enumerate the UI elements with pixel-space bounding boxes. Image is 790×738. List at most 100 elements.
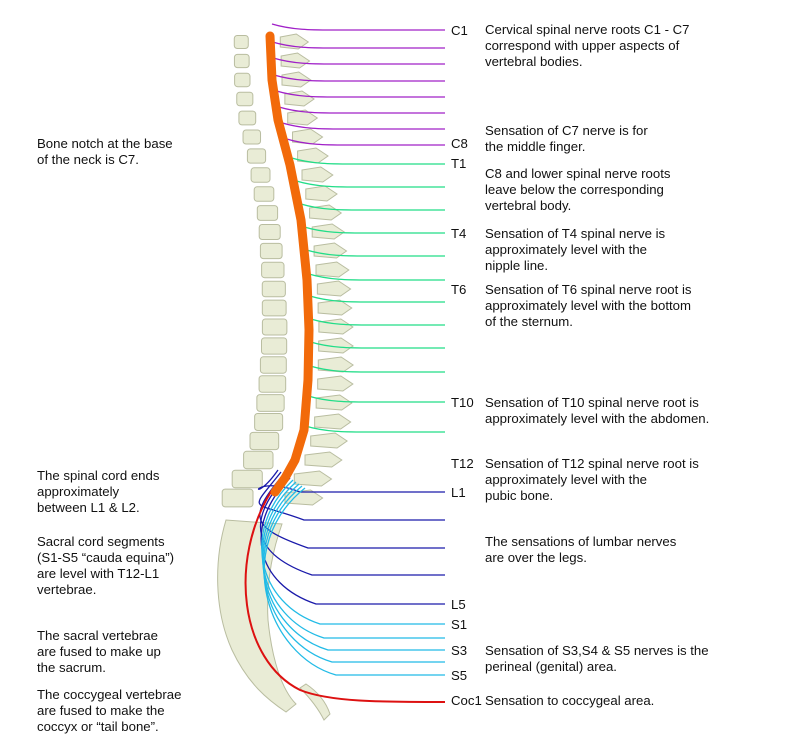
vertebral-body — [253, 186, 275, 202]
vertebral-body — [256, 394, 285, 412]
vertebral-body — [233, 53, 250, 69]
nerve-root-cervical — [272, 41, 445, 49]
vertebral-process — [315, 394, 353, 411]
note-sacral-segments: Sacral cord segments (S1-S5 “cauda equin… — [37, 534, 175, 597]
nerve-root-sacral — [263, 485, 445, 663]
nerve-root-lumbar — [259, 475, 445, 576]
vertebral-process — [317, 375, 354, 392]
nerve-roots — [244, 23, 446, 703]
vertebral-process — [309, 204, 343, 221]
level-label-c1: C1 — [451, 23, 468, 38]
note-t4: Sensation of T4 spinal nerve is approxim… — [485, 226, 666, 273]
level-label-s1: S1 — [451, 617, 468, 632]
vertebral-process — [315, 261, 350, 278]
nerve-root-cervical — [273, 74, 445, 82]
nerve-root-cervical — [271, 23, 445, 31]
note-t12: Sensation of T12 spinal nerve root is ap… — [485, 456, 699, 503]
note-coc1: Sensation to coccygeal area. — [485, 693, 655, 708]
nerve-root-thoracic — [300, 203, 445, 211]
level-label-s3: S3 — [451, 643, 468, 658]
nerve-root-sacral — [262, 483, 445, 651]
nerve-root-cervical — [278, 106, 445, 114]
level-label-l5: L5 — [451, 597, 466, 612]
vertebral-body — [234, 72, 251, 88]
vertebral-process — [305, 185, 338, 202]
vertebral-body — [242, 129, 262, 145]
nerve-root-cervical — [273, 57, 445, 65]
vertebral-body — [254, 413, 284, 431]
vertebral-process — [318, 337, 354, 354]
vertebral-process — [280, 52, 311, 69]
vertebral-process — [318, 318, 354, 335]
vertebral-body — [256, 205, 279, 221]
nerve-root-thoracic — [304, 226, 445, 234]
vertebral-body — [246, 148, 267, 164]
vertebral-body — [258, 224, 281, 240]
vertebral-body — [233, 35, 249, 49]
nerve-root-cervical — [286, 138, 445, 146]
nerve-root-sacral — [261, 481, 445, 639]
level-label-t6: T6 — [451, 282, 467, 297]
note-cord-end: The spinal cord ends approximately betwe… — [37, 468, 160, 515]
level-label-s5: S5 — [451, 668, 468, 683]
note-t6: Sensation of T6 spinal nerve root is app… — [485, 282, 692, 329]
note-c7-notch: Bone notch at the base of the neck is C7… — [37, 136, 173, 167]
vertebral-body — [259, 356, 287, 374]
nerve-root-lumbar — [257, 469, 445, 493]
vertebral-process — [313, 242, 348, 259]
nerve-root-thoracic — [306, 249, 445, 257]
vertebral-process — [293, 470, 333, 487]
level-label-t12: T12 — [451, 456, 474, 471]
note-s3-s5: Sensation of S3,S4 & S5 nerves is the pe… — [485, 643, 709, 674]
vertebral-body — [221, 488, 254, 508]
nerve-root-thoracic — [310, 318, 445, 326]
level-label-t10: T10 — [451, 395, 474, 410]
note-sacrum: The sacral vertebrae are fused to make u… — [37, 628, 161, 675]
level-label-t4: T4 — [451, 226, 467, 241]
vertebral-body — [258, 375, 287, 393]
nerve-root-thoracic — [309, 365, 445, 373]
vertebral-body — [259, 242, 283, 260]
vertebral-body — [260, 337, 288, 355]
vertebral-column — [217, 33, 354, 721]
nerve-root-thoracic — [310, 341, 445, 349]
note-coccyx: The coccygeal vertebrae are fused to mak… — [37, 687, 182, 734]
nerve-root-thoracic — [308, 273, 445, 281]
spinal-cord — [265, 31, 314, 497]
level-label-l1: L1 — [451, 485, 466, 500]
vertebral-body — [238, 110, 257, 126]
vertebral-body — [249, 431, 280, 451]
vertebral-process — [316, 280, 352, 297]
nerve-root-coccygeal — [244, 489, 446, 703]
vertebral-process — [301, 166, 334, 183]
note-c7: Sensation of C7 nerve is for the middle … — [485, 123, 648, 154]
nerve-root-cervical — [276, 90, 445, 98]
vertebral-process — [310, 432, 348, 449]
nerve-root-thoracic — [305, 425, 445, 433]
vertebral-body — [261, 261, 285, 279]
vertebral-body — [236, 91, 254, 107]
nerve-root-thoracic — [308, 395, 445, 403]
coccyx — [299, 683, 331, 721]
vertebral-process — [284, 489, 324, 506]
level-label-t1: T1 — [451, 156, 467, 171]
nerve-root-lumbar — [258, 471, 445, 521]
vertebral-body — [261, 299, 287, 317]
vertebral-body — [261, 318, 288, 336]
vertebral-body — [231, 469, 263, 489]
note-cervical: Cervical spinal nerve roots C1 - C7 corr… — [485, 22, 690, 69]
nerve-root-cervical — [282, 122, 445, 130]
nerve-root-thoracic — [296, 180, 445, 188]
nerve-root-thoracic — [291, 157, 445, 165]
level-label-coc1: Coc1 — [451, 693, 482, 708]
level-label-c8: C8 — [451, 136, 468, 151]
vertebral-body — [243, 450, 274, 470]
vertebral-process — [287, 109, 319, 126]
vertebral-process — [314, 413, 352, 430]
note-t10: Sensation of T10 spinal nerve root is ap… — [485, 395, 710, 426]
note-c8-lower: C8 and lower spinal nerve roots leave be… — [485, 166, 671, 213]
nerve-root-thoracic — [309, 295, 445, 303]
vertebral-process — [304, 451, 343, 468]
